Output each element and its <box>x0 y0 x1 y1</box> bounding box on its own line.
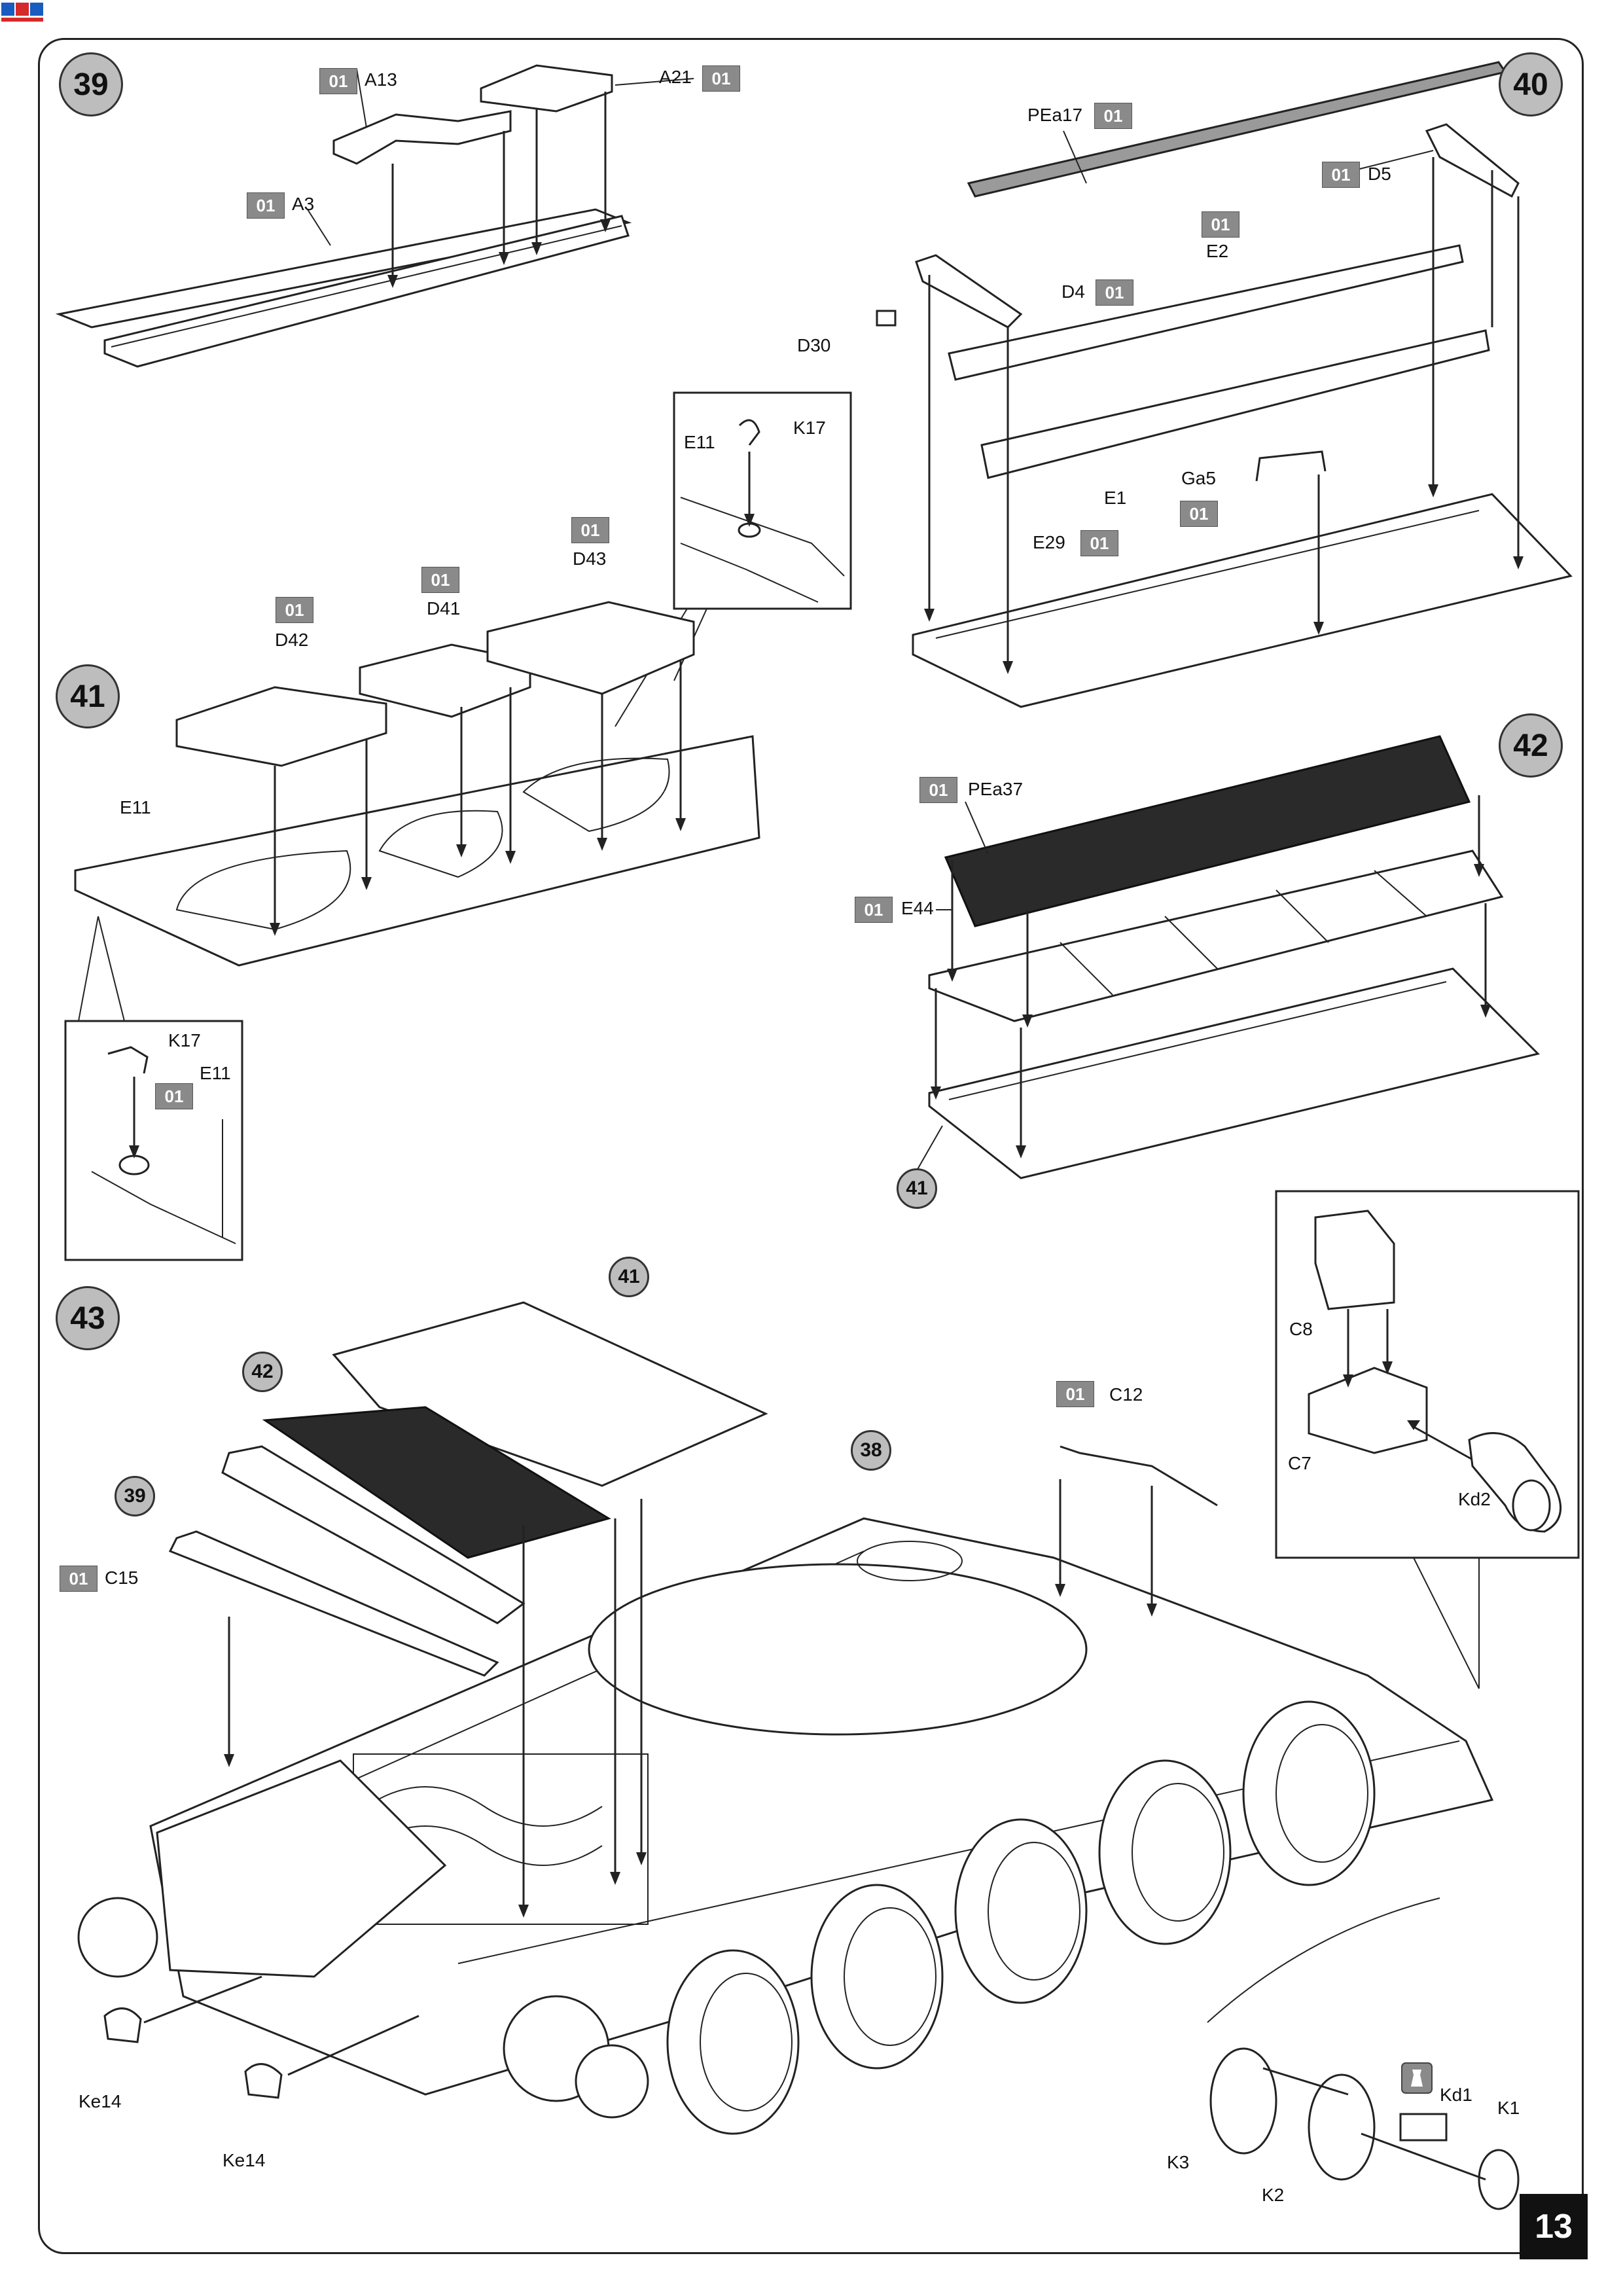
ref-step-41: 41 <box>897 1168 937 1209</box>
label-k2: K2 <box>1262 2185 1285 2205</box>
ref-step-39-hull: 39 <box>115 1476 155 1516</box>
step42-drawing <box>916 735 1540 1179</box>
label-k17-inset-bottom: K17 <box>168 1030 201 1050</box>
paint-badge-a21: 01 <box>702 65 740 92</box>
paint-badge-d4: 01 <box>1096 279 1133 306</box>
inset-c7-c8-kd2 <box>1275 1190 1580 1689</box>
step-number-39: 39 <box>59 52 123 117</box>
step39-drawing <box>55 64 694 368</box>
label-k3: K3 <box>1167 2152 1190 2172</box>
label-a13: A13 <box>365 69 397 90</box>
label-d4: D4 <box>1061 281 1085 302</box>
label-e29: E29 <box>1033 532 1065 552</box>
paint-badge-pea17: 01 <box>1094 103 1132 129</box>
step40-drawing <box>876 61 1573 708</box>
paint-badge-ga5: 01 <box>1180 501 1218 527</box>
paint-badge-c12: 01 <box>1056 1381 1094 1407</box>
label-e44: E44 <box>901 898 934 918</box>
label-k1: K1 <box>1497 2098 1520 2118</box>
paint-badge-e29: 01 <box>1080 530 1118 556</box>
label-c15: C15 <box>105 1568 139 1588</box>
paint-badge-a13: 01 <box>319 68 357 94</box>
brand-logo <box>1 3 43 22</box>
label-ke14-left: Ke14 <box>79 2091 122 2111</box>
inset-e11-k17-top <box>615 391 852 727</box>
label-a21: A21 <box>659 67 692 87</box>
label-kd2: Kd2 <box>1458 1489 1491 1509</box>
page-number: 13 <box>1520 2194 1588 2259</box>
ref-step-41-hull: 41 <box>609 1257 649 1297</box>
label-c8: C8 <box>1289 1319 1313 1339</box>
step41-drawing <box>74 601 760 1022</box>
label-ga5: Ga5 <box>1181 468 1216 488</box>
paint-badge-e44: 01 <box>855 897 893 923</box>
paint-badge-pea37: 01 <box>919 777 957 803</box>
label-d30: D30 <box>797 335 831 355</box>
ref-step-38-hull: 38 <box>851 1430 891 1471</box>
paint-badge-d42: 01 <box>276 597 313 623</box>
step43-drawing <box>77 1301 1520 2210</box>
paint-badge-e2: 01 <box>1202 211 1240 238</box>
road-wheels <box>666 1700 1376 2135</box>
label-pea37: PEa37 <box>968 779 1024 799</box>
inset-e11-k17-bottom <box>64 1020 243 1261</box>
label-e2: E2 <box>1206 241 1229 261</box>
label-e11-inset-top: E11 <box>684 432 715 452</box>
label-e1: E1 <box>1104 488 1127 508</box>
paint-badge-d5: 01 <box>1322 162 1360 188</box>
label-kd1: Kd1 <box>1440 2085 1472 2105</box>
paint-badge-c15: 01 <box>60 1566 98 1592</box>
label-d5: D5 <box>1368 164 1391 184</box>
step-number-42: 42 <box>1499 713 1563 778</box>
page-frame <box>38 38 1584 2254</box>
paint-badge-e11-inset: 01 <box>155 1083 193 1109</box>
label-e11: E11 <box>120 797 151 817</box>
step-number-40: 40 <box>1499 52 1563 117</box>
label-d43: D43 <box>573 548 607 569</box>
step-number-41: 41 <box>56 664 120 728</box>
paint-badge-d41: 01 <box>421 567 459 593</box>
ref-step-42-hull: 42 <box>242 1352 283 1392</box>
label-c7: C7 <box>1288 1453 1311 1473</box>
label-k17-inset-top: K17 <box>793 418 826 438</box>
paint-badge-a3: 01 <box>247 192 285 219</box>
label-e11-inset-bottom: E11 <box>200 1063 231 1083</box>
label-c12: C12 <box>1109 1384 1143 1405</box>
label-pea17: PEa17 <box>1027 105 1083 125</box>
label-a3: A3 <box>292 194 315 214</box>
label-d41: D41 <box>427 598 461 619</box>
label-d42: D42 <box>275 630 309 650</box>
paint-badge-d43: 01 <box>571 517 609 543</box>
label-ke14-right: Ke14 <box>223 2150 266 2170</box>
step-number-43: 43 <box>56 1286 120 1350</box>
glue-icon <box>1401 2062 1433 2094</box>
